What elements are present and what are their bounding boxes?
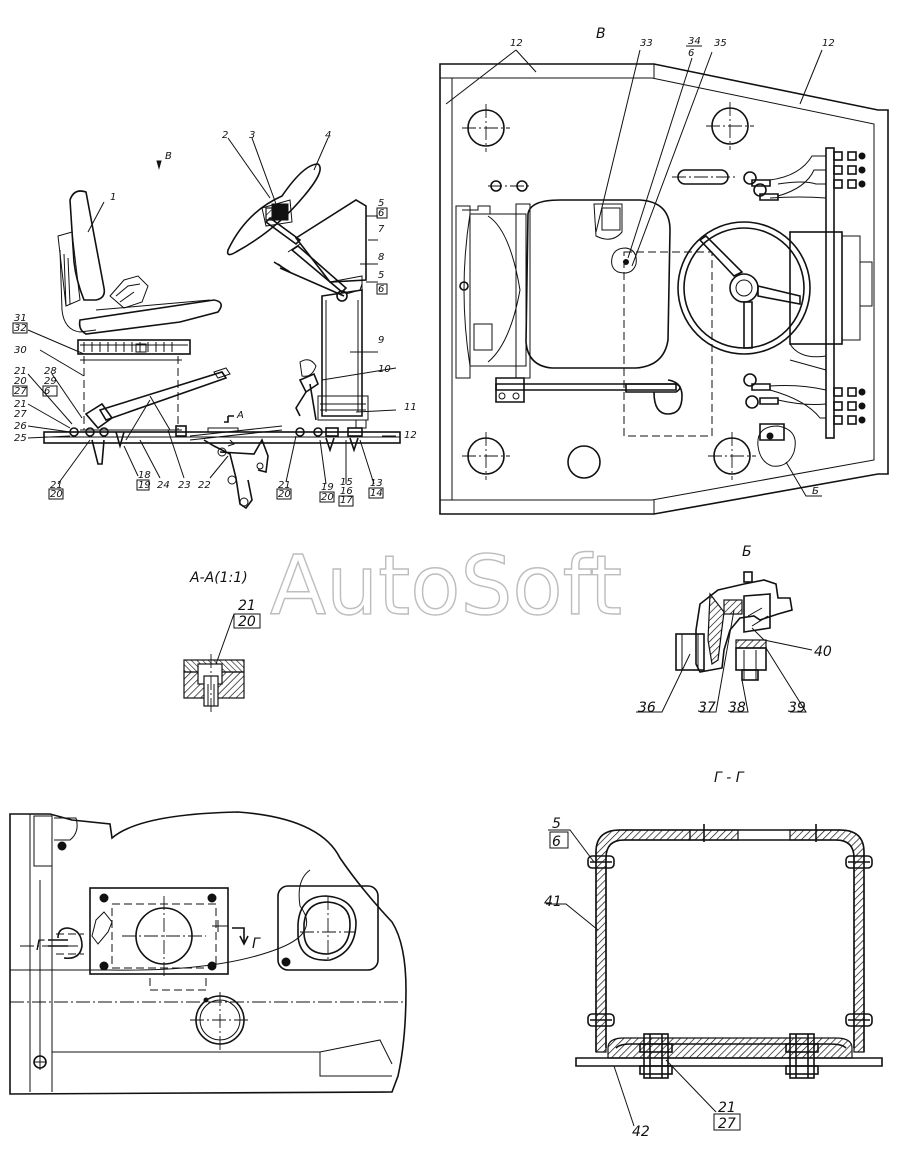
- steering-column-housing: [321, 289, 363, 417]
- svg-text:6: 6: [44, 386, 50, 397]
- svg-text:21: 21: [14, 366, 27, 377]
- svg-text:18: 18: [138, 470, 151, 481]
- svg-text:19: 19: [321, 482, 334, 493]
- svg-text:16: 16: [340, 486, 353, 497]
- steering-wheel-top: [677, 221, 873, 355]
- svg-text:А: А: [236, 410, 244, 421]
- svg-text:5: 5: [552, 816, 561, 832]
- svg-text:17: 17: [340, 495, 353, 506]
- section-g-title: Г - Г: [714, 770, 745, 786]
- top-view: В: [439, 26, 889, 515]
- svg-text:7: 7: [378, 224, 385, 235]
- svg-text:38: 38: [728, 700, 746, 716]
- svg-text:4: 4: [325, 130, 331, 141]
- svg-text:21: 21: [278, 480, 291, 491]
- svg-text:14: 14: [370, 488, 383, 499]
- svg-text:42: 42: [632, 1124, 650, 1140]
- svg-text:21: 21: [718, 1100, 736, 1116]
- svg-text:27: 27: [14, 409, 27, 420]
- svg-text:6: 6: [688, 48, 694, 59]
- svg-text:23: 23: [178, 480, 191, 491]
- svg-text:27: 27: [718, 1116, 736, 1132]
- svg-text:21: 21: [50, 480, 63, 491]
- floor-outline: [439, 63, 889, 515]
- svg-text:20: 20: [278, 489, 291, 500]
- section-g-g: Г - Г: [544, 770, 883, 1140]
- section-a-title: А-А(1:1): [189, 570, 248, 586]
- bottom-view: Г Г: [9, 811, 407, 1095]
- svg-text:34: 34: [688, 36, 701, 47]
- svg-text:32: 32: [14, 323, 27, 334]
- detail-b-title: Б: [742, 544, 752, 560]
- svg-text:25: 25: [14, 433, 27, 444]
- cut-mark-left: Г: [36, 938, 45, 954]
- svg-text:2: 2: [222, 130, 228, 141]
- section-g-labels: 5 6 41 42 21 27: [544, 816, 736, 1140]
- watermark: AutoSoft: [270, 539, 622, 634]
- detail-b-labels: 40 36 37 38 39: [638, 644, 832, 716]
- svg-text:8: 8: [378, 252, 384, 263]
- svg-text:12: 12: [822, 38, 835, 49]
- seat-cushion: [78, 299, 222, 335]
- detail-b-ref: Б: [812, 486, 819, 497]
- svg-text:28: 28: [44, 366, 57, 377]
- svg-text:27: 27: [14, 386, 27, 397]
- section-a-a: А-А(1:1) 21 20: [183, 570, 261, 712]
- svg-text:30: 30: [14, 345, 27, 356]
- svg-text:13: 13: [370, 478, 383, 489]
- svg-text:20: 20: [238, 614, 256, 630]
- svg-text:24: 24: [157, 480, 170, 491]
- svg-text:29: 29: [44, 376, 57, 387]
- svg-text:26: 26: [14, 421, 27, 432]
- svg-text:21: 21: [14, 399, 27, 410]
- svg-text:5: 5: [378, 270, 384, 281]
- svg-text:11: 11: [404, 402, 417, 413]
- svg-text:9: 9: [378, 335, 384, 346]
- svg-text:37: 37: [698, 700, 716, 716]
- svg-text:3: 3: [249, 130, 255, 141]
- svg-text:1: 1: [110, 192, 116, 203]
- svg-text:35: 35: [714, 38, 727, 49]
- seat-top: [525, 199, 671, 369]
- svg-text:39: 39: [788, 700, 806, 716]
- svg-text:33: 33: [640, 38, 653, 49]
- steering-wheel: [226, 163, 321, 256]
- svg-text:12: 12: [404, 430, 417, 441]
- svg-text:31: 31: [14, 313, 27, 324]
- seat-back: [69, 190, 106, 301]
- svg-text:6: 6: [378, 208, 384, 219]
- svg-text:22: 22: [198, 480, 211, 491]
- svg-text:6: 6: [378, 284, 384, 295]
- svg-text:6: 6: [552, 834, 561, 850]
- svg-text:40: 40: [814, 644, 832, 660]
- top-view-title: В: [596, 26, 606, 42]
- lever: [98, 371, 228, 421]
- svg-text:20: 20: [321, 492, 334, 503]
- svg-text:15: 15: [340, 477, 353, 488]
- cut-mark-right: Г: [252, 936, 261, 952]
- svg-text:12: 12: [510, 38, 523, 49]
- side-view: В 1 2 3 4 5 6 7 8 5 6 9 10 11 12 31 32 3…: [12, 130, 417, 510]
- control-handles: [743, 147, 866, 441]
- svg-text:20: 20: [50, 489, 63, 500]
- view-arrow-label: В: [165, 151, 172, 162]
- svg-text:36: 36: [638, 700, 656, 716]
- svg-text:20: 20: [14, 376, 27, 387]
- svg-text:41: 41: [544, 894, 562, 910]
- top-view-labels: 12 33 34 6 35 12: [510, 36, 835, 59]
- svg-text:5: 5: [378, 198, 384, 209]
- side-view-labels: 1 2 3 4 5 6 7 8 5 6 9 10 11 12 31 32 30 …: [14, 130, 417, 506]
- detail-b: Б 40 36 37 38 39: [636, 544, 832, 716]
- svg-text:19: 19: [138, 480, 151, 491]
- svg-text:21: 21: [238, 598, 256, 614]
- svg-text:10: 10: [378, 364, 391, 375]
